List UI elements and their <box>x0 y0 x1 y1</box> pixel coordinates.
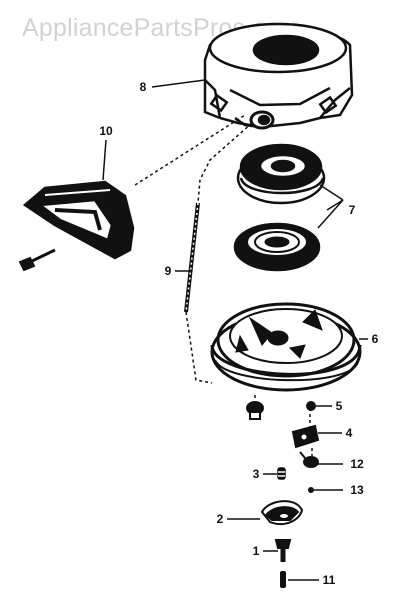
part-1-screw <box>274 539 292 562</box>
part-3-spring <box>277 467 286 480</box>
callout-9: 9 <box>165 264 172 278</box>
part-5-screw <box>306 401 316 411</box>
callout-8: 8 <box>140 80 147 94</box>
callout-13: 13 <box>350 483 364 497</box>
part-12-pawl-spring <box>299 451 319 468</box>
callout-5: 5 <box>336 399 343 413</box>
part-13-washer <box>308 487 314 493</box>
part-8-starter-housing <box>203 22 354 130</box>
part-4-pawl <box>291 424 320 449</box>
callout-12: 12 <box>350 457 364 471</box>
part-10-starter-handle <box>22 180 135 260</box>
part-6-pulley <box>210 302 362 392</box>
callout-10: 10 <box>99 124 113 138</box>
callout-4: 4 <box>346 426 353 440</box>
part-11-pin <box>280 571 286 588</box>
callout-1: 1 <box>253 544 260 558</box>
part-2-pawl-retainer <box>260 500 304 526</box>
callout-labels: 8 10 7 9 6 5 4 12 13 3 2 1 11 <box>99 80 378 587</box>
callout-3: 3 <box>253 467 260 481</box>
handle-bolt <box>18 248 56 272</box>
callout-leaders <box>102 79 368 581</box>
callout-2: 2 <box>217 512 224 526</box>
part-7-spring-cover <box>236 143 326 205</box>
part-7-rewind-spring <box>233 222 321 272</box>
pulley-retainer-screw <box>246 401 264 420</box>
callout-6: 6 <box>372 332 379 346</box>
callout-7: 7 <box>349 203 356 217</box>
part-9-starter-rope <box>184 202 200 313</box>
callout-11: 11 <box>323 573 336 587</box>
